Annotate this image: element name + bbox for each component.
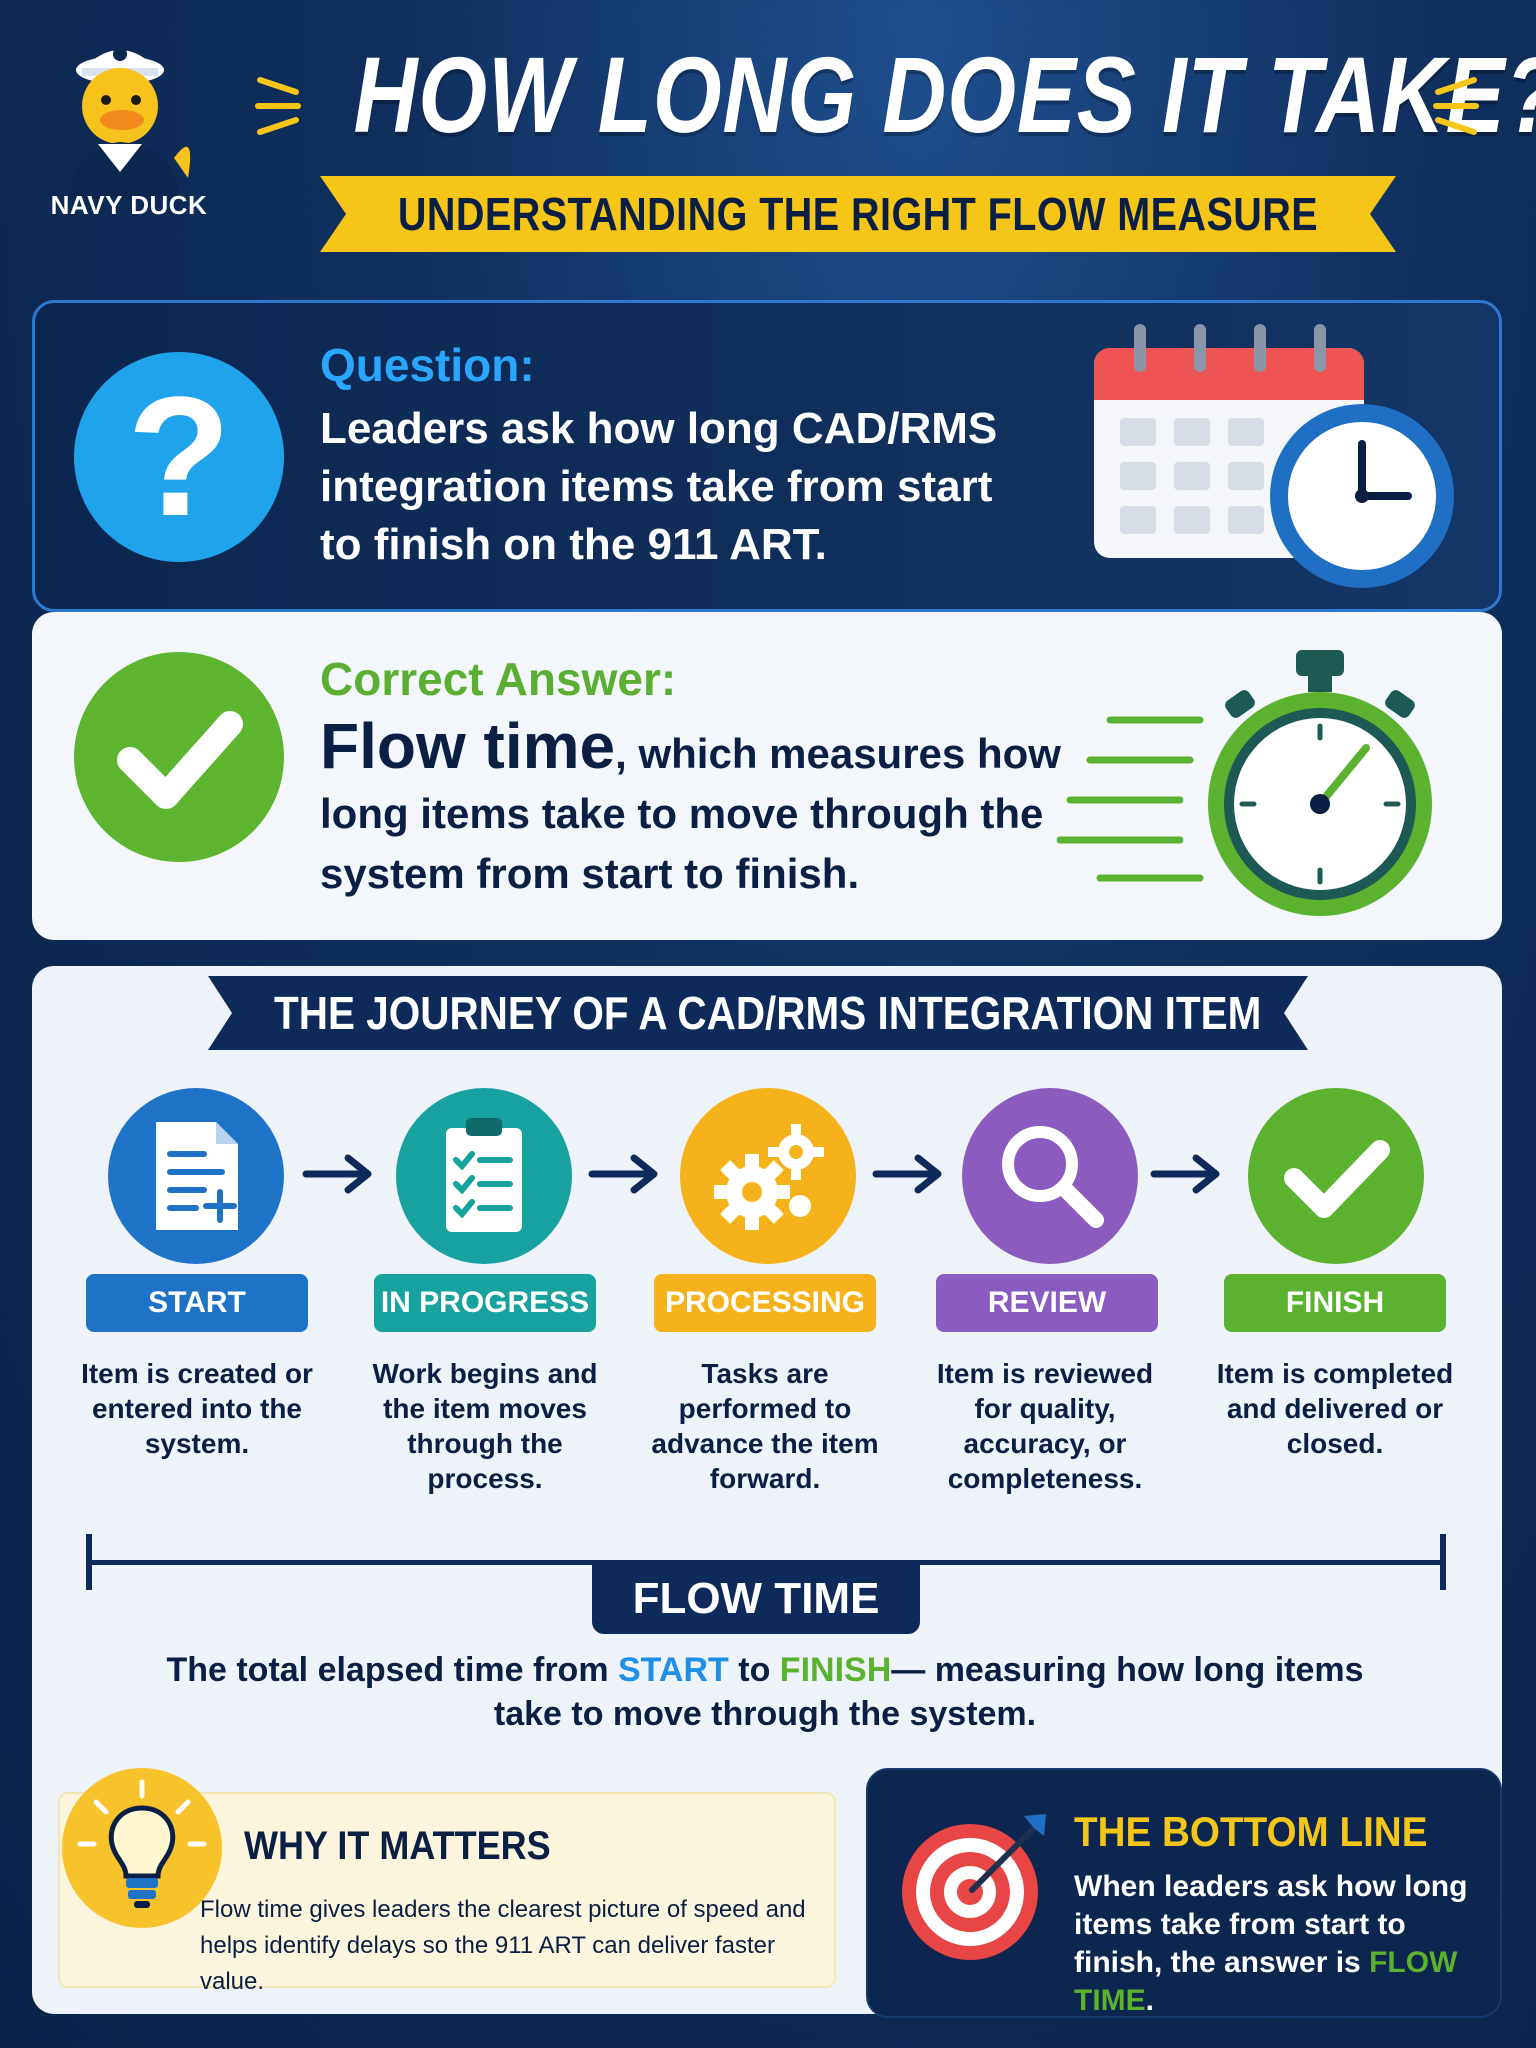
why-it-matters-text: Flow time gives leaders the clearest pic… [200,1896,806,1995]
step-review-icon [962,1088,1138,1264]
step-start-desc: Item is created or entered into the syst… [81,1358,313,1459]
page-subtitle: UNDERSTANDING THE RIGHT FLOW MEASURE [397,188,1319,240]
flow-desc-suffix: — measuring how long items take to move … [493,1651,1364,1733]
arrow-right-icon [1150,1154,1220,1194]
bottom-line-highlight: FLOW TIME [1074,1946,1458,2017]
bottom-line-prefix: When leaders ask how long items take fro… [1074,1870,1468,1979]
answer-label: Correct Answer: [320,653,677,705]
subtitle-ribbon: UNDERSTANDING THE RIGHT FLOW MEASURE [320,176,1396,252]
flow-desc-finish: FINISH [779,1651,892,1689]
burst-right-icon [1433,77,1479,135]
magnifier-icon [1002,1126,1104,1228]
step-start-label: START [86,1274,308,1332]
flow-time-end-tick [1440,1534,1446,1590]
question-text: Leaders ask how long CAD/RMS integration… [320,404,998,569]
step-in-progress-icon [396,1088,572,1264]
lightbulb-icon [62,1768,222,1928]
step-processing-desc: Tasks are performed to advance the item … [651,1358,879,1494]
answer-text: Flow time, which measures how long items… [320,714,1080,904]
clipboard-checklist-icon [446,1118,522,1232]
bottom-line-title: THE BOTTOM LINE [1074,1808,1428,1855]
step-processing-label: PROCESSING [654,1274,876,1332]
bottom-line-suffix: . [1145,1984,1155,2017]
question-label: Question: [320,339,535,391]
arrow-right-icon [872,1154,942,1194]
arrow-right-icon [588,1154,658,1194]
document-add-icon [156,1122,238,1230]
journey-banner: THE JOURNEY OF A CAD/RMS INTEGRATION ITE… [208,976,1308,1050]
step-in-progress-desc: Work begins and the item moves through t… [372,1358,598,1494]
answer-description: , which measures how long items take to … [320,730,1061,897]
checkmark-icon [1284,1140,1390,1218]
step-processing-icon [680,1088,856,1264]
flow-desc-mid: to [728,1651,780,1689]
burst-left-icon [255,77,301,135]
arrow-right-icon [302,1154,372,1194]
journey-title: THE JOURNEY OF A CAD/RMS INTEGRATION ITE… [274,987,1262,1039]
flow-desc-prefix: The total elapsed time from [166,1651,618,1689]
answer-term: Flow time [320,710,616,782]
step-review-desc: Item is reviewed for quality, accuracy, … [936,1358,1154,1494]
flow-time-description: The total elapsed time from START to FIN… [140,1648,1390,1736]
calendar-clock-icon [1094,324,1454,588]
navy-duck-logo: NAVY DUCK [24,28,224,238]
step-finish-icon [1248,1088,1424,1264]
flow-time-start-tick [86,1534,92,1590]
gears-icon [714,1124,824,1230]
step-finish-desc: Item is completed and delivered or close… [1216,1358,1454,1459]
stopwatch-icon [1056,650,1432,916]
why-it-matters-title: WHY IT MATTERS [244,1824,551,1868]
brand-name: NAVY DUCK [50,190,208,220]
step-finish-label: FINISH [1224,1274,1446,1332]
checkmark-icon [74,652,284,862]
flow-time-label: FLOW TIME [592,1564,920,1634]
question-mark-icon: ? [74,352,284,562]
flow-time-line [88,1560,1444,1565]
target-icon [902,1814,1046,1960]
page-title: HOW LONG DOES IT TAKE? [353,34,1536,155]
step-review-label: REVIEW [936,1274,1158,1332]
bottom-line-text: When leaders ask how long items take fro… [1074,1868,1484,2020]
step-in-progress-label: IN PROGRESS [374,1274,596,1332]
duck-mascot-icon [70,47,191,198]
step-start-icon [108,1088,284,1264]
flow-desc-start: START [618,1651,729,1689]
